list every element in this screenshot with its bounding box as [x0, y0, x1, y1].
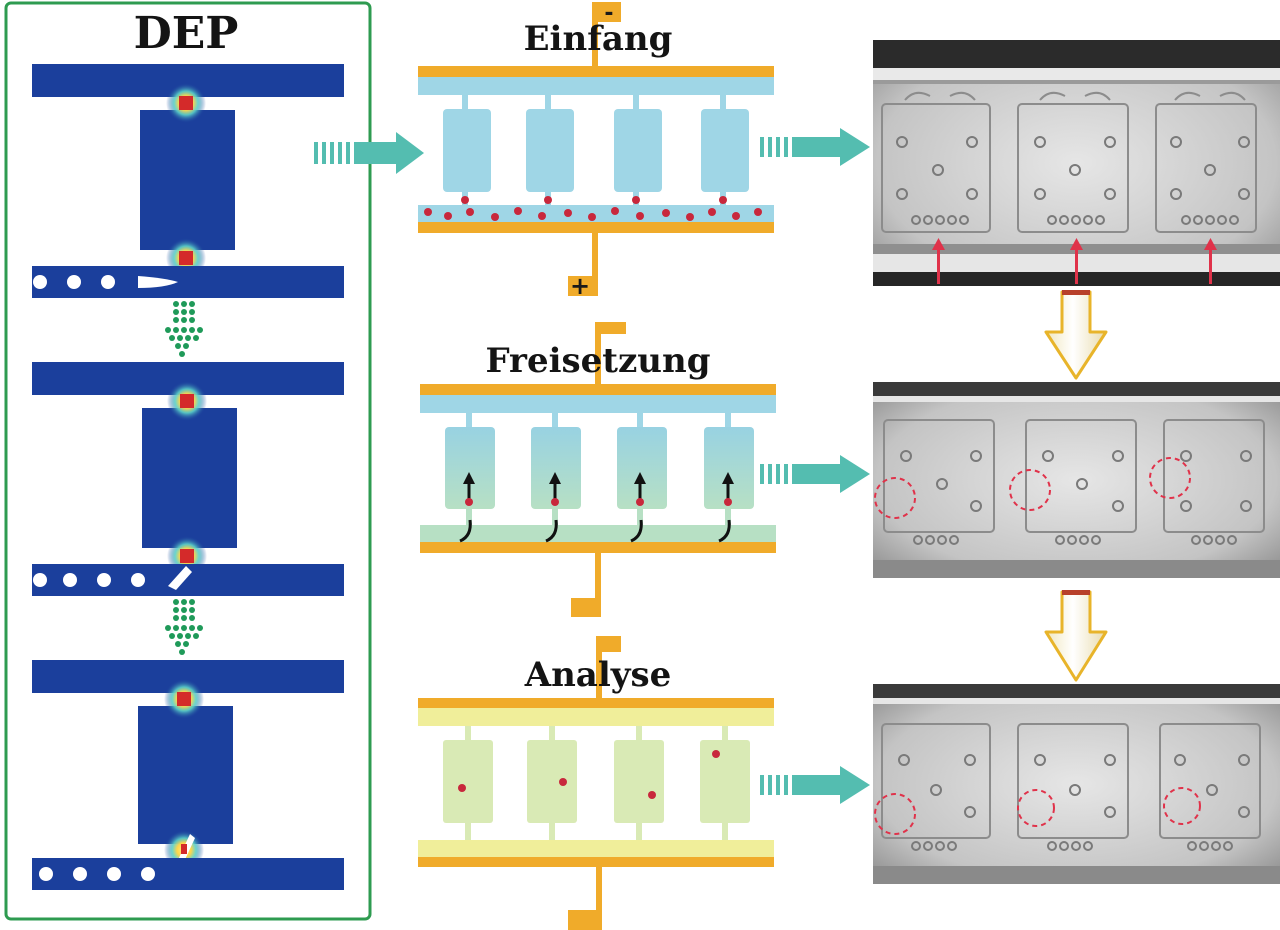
dotted-down-arrow-icon: [165, 301, 203, 357]
top-electrode: [420, 384, 776, 395]
dep-unit-2: [32, 362, 344, 596]
electrode-terminal: [595, 322, 601, 384]
dep-panel: DEP: [4, 1, 372, 921]
dep-cell-stretched: [168, 566, 192, 590]
analysis-title: Analyse: [524, 655, 672, 695]
trap-chamber: [526, 109, 574, 192]
dep-title: DEP: [134, 8, 239, 59]
micrograph-capture: [873, 40, 1280, 286]
trap-chamber: [614, 109, 662, 192]
trap-chamber: [443, 740, 493, 823]
top-channel: [418, 77, 774, 95]
electrode-terminal-cap: [600, 322, 626, 334]
trap-chamber: [527, 740, 577, 823]
trap-chamber: [617, 427, 667, 509]
dep-chamber: [140, 110, 235, 250]
capture-marker-arrow-icon: [932, 238, 1217, 284]
electrode-terminal-cap: [571, 598, 601, 617]
plus-sign: +: [570, 272, 590, 300]
trap-connectors: [462, 95, 726, 206]
dotted-down-arrow-icon: [165, 599, 203, 655]
trap-chamber: [704, 427, 754, 509]
release-arrow-icon: [459, 472, 475, 543]
dep-unit-1: [32, 64, 344, 298]
micrograph-analysis: [873, 684, 1280, 884]
dep-cell: [107, 867, 121, 881]
trapped-cells: [458, 750, 720, 799]
electrode-terminal: [596, 867, 602, 930]
dep-cell: [73, 867, 87, 881]
minus-sign: -: [604, 1, 613, 26]
dep-cell: [101, 275, 115, 289]
trap-chamber: [443, 109, 491, 192]
step-arrow-icon: [1044, 590, 1108, 682]
dep-bottom-channel: [32, 266, 344, 298]
capture-stage: - Einfang +: [418, 1, 774, 300]
dep-trap-spot: [181, 844, 187, 854]
cell-marker-circle: [874, 787, 1201, 835]
bottom-channel: [418, 840, 774, 857]
flow-arrow-icon: [760, 455, 870, 493]
analysis-stage: Analyse: [418, 636, 774, 930]
dep-chamber: [142, 408, 237, 548]
electrode-terminal: [592, 233, 598, 281]
top-electrode: [418, 66, 774, 77]
dep-cell: [131, 573, 145, 587]
dep-unit-3: [32, 660, 344, 890]
dep-cell-stretched: [138, 276, 178, 288]
trap-chamber: [531, 427, 581, 509]
dep-cell: [63, 573, 77, 587]
bottom-channel: [418, 205, 774, 222]
electrode-terminal-cap: [568, 276, 598, 296]
cell-marker-circle: [874, 457, 1191, 519]
trap-connectors: [465, 726, 728, 840]
trap-chamber: [700, 740, 750, 823]
trap-connectors: [466, 508, 731, 526]
trap-connectors: [466, 413, 731, 427]
flow-arrow-icon: [760, 128, 870, 166]
trap-chamber: [614, 740, 664, 823]
dep-cell: [33, 275, 47, 289]
top-channel: [418, 708, 774, 726]
electrode-terminal: [592, 2, 598, 66]
release-arrow-icon: [630, 472, 646, 543]
capture-title: Einfang: [524, 19, 673, 59]
top-electrode: [418, 698, 774, 708]
dep-trap-spot: [179, 251, 193, 265]
flow-arrow-icon: [760, 766, 870, 804]
dep-trap-spot: [180, 394, 194, 408]
dep-cell: [141, 867, 155, 881]
electrode-terminal-cap: [601, 636, 621, 652]
flow-arrow-icon: [314, 132, 424, 174]
electrode-terminal: [596, 636, 602, 698]
release-stage: Freisetzung: [420, 322, 776, 617]
electrode-terminal-cap: [597, 2, 621, 22]
bottom-electrode: [418, 222, 774, 233]
step-arrow-icon: [1044, 290, 1108, 380]
bottom-electrode: [420, 542, 776, 553]
electrode-terminal: [595, 553, 601, 617]
release-arrow-icon: [545, 472, 561, 543]
dep-cell: [39, 867, 53, 881]
cells-in-channel: [424, 196, 762, 221]
dep-trap-spot: [177, 692, 191, 706]
top-channel: [420, 395, 776, 413]
dep-trap-spot: [179, 96, 193, 110]
release-title: Freisetzung: [485, 341, 710, 381]
dep-cell: [67, 275, 81, 289]
dep-cell: [33, 573, 47, 587]
micrograph-release: [873, 382, 1280, 578]
dep-chamber: [138, 706, 233, 844]
trap-chamber: [701, 109, 749, 192]
dep-cell: [97, 573, 111, 587]
trap-chamber: [445, 427, 495, 509]
dep-trap-spot: [180, 549, 194, 563]
bottom-electrode: [418, 857, 774, 867]
release-arrow-icon: [718, 472, 734, 543]
bottom-channel: [420, 525, 776, 542]
electrode-terminal-cap: [568, 910, 602, 930]
